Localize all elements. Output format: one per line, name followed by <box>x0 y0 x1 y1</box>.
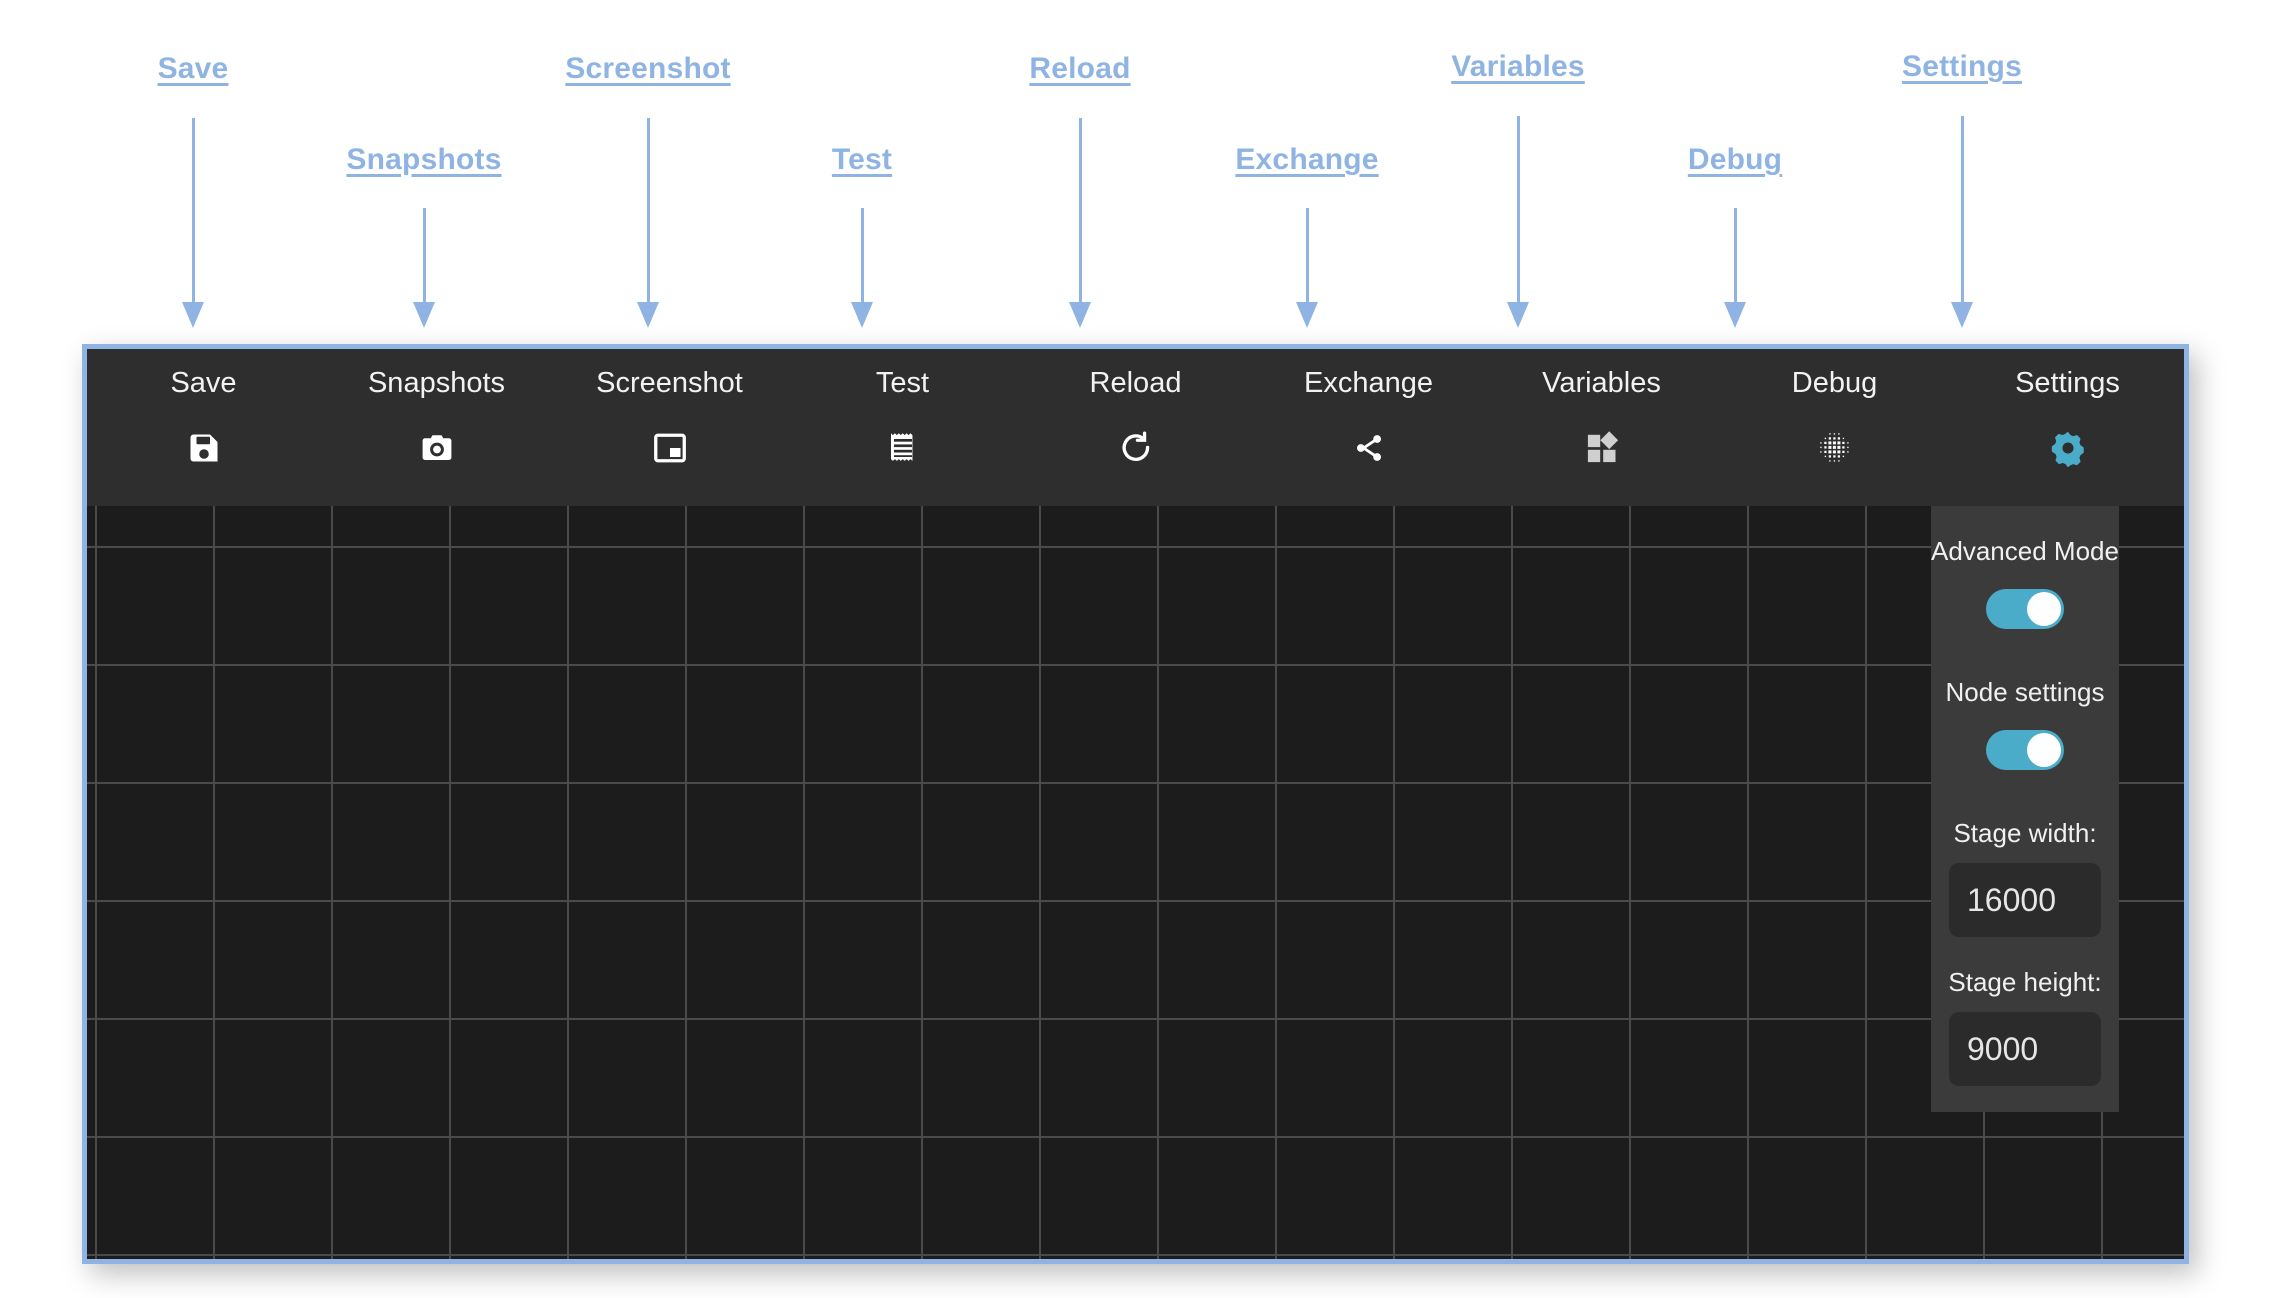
toolbar-item-screenshot[interactable]: Screenshot <box>553 349 786 468</box>
toolbar-item-label: Variables <box>1542 367 1661 399</box>
dot-grid-icon[interactable] <box>1815 428 1855 468</box>
toolbar-item-label: Screenshot <box>596 367 743 399</box>
arrow-shaft <box>1516 116 1520 304</box>
shapes-icon[interactable] <box>1582 428 1622 468</box>
annotation-label-screenshot: Screenshot <box>565 52 731 85</box>
arrow-head <box>182 302 204 328</box>
advanced-mode-label: Advanced Mode <box>1931 536 2119 566</box>
stage-height-label: Stage height: <box>1948 967 2102 997</box>
node-settings-toggle[interactable] <box>1986 730 2064 770</box>
arrow-shaft <box>1305 208 1309 304</box>
toolbar-item-save[interactable]: Save <box>87 349 320 468</box>
node-settings-toggle-knob <box>2027 733 2061 767</box>
annotation-label-snapshots: Snapshots <box>346 143 502 176</box>
arrow-head <box>1296 302 1318 328</box>
arrow-shaft <box>646 118 650 304</box>
application-window: Save Snapshots Screenshot Test Reload Exchang… <box>82 344 2189 1264</box>
floppy-disk-icon[interactable] <box>184 428 224 468</box>
toolbar-item-label: Snapshots <box>367 367 506 399</box>
share-icon[interactable] <box>1349 428 1389 468</box>
toolbar-item-snapshots[interactable]: Snapshots <box>320 349 553 468</box>
annotation-arrow-settings <box>1950 116 1974 328</box>
toolbar-item-settings[interactable]: Settings <box>1951 349 2184 468</box>
arrow-shaft <box>1733 208 1737 304</box>
screenshot-icon[interactable] <box>650 428 690 468</box>
advanced-mode-toggle-knob <box>2027 592 2061 626</box>
stage-canvas-grid[interactable] <box>87 506 2184 1259</box>
arrow-head <box>1069 302 1091 328</box>
arrow-shaft <box>1078 118 1082 304</box>
arrow-shaft <box>860 208 864 304</box>
annotation-arrow-variables <box>1506 116 1530 328</box>
annotation-arrow-save <box>181 118 205 328</box>
annotation-arrow-snapshots <box>412 208 436 328</box>
toolbar-item-reload[interactable]: Reload <box>1019 349 1252 468</box>
advanced-mode-toggle[interactable] <box>1986 589 2064 629</box>
stage-width-label: Stage width: <box>1953 818 2097 848</box>
arrow-head <box>1724 302 1746 328</box>
annotation-label-exchange: Exchange <box>1235 143 1379 176</box>
arrow-shaft <box>191 118 195 304</box>
annotation-label-reload: Reload <box>1029 52 1131 85</box>
settings-dropdown-panel: Advanced Mode Node settings Stage width:… <box>1931 506 2119 1112</box>
annotation-arrow-exchange <box>1295 208 1319 328</box>
arrow-shaft <box>422 208 426 304</box>
toolbar-item-exchange[interactable]: Exchange <box>1252 349 1485 468</box>
annotation-arrow-screenshot <box>636 118 660 328</box>
gear-icon[interactable] <box>2048 428 2088 468</box>
arrow-head <box>413 302 435 328</box>
annotation-label-settings: Settings <box>1902 50 2022 83</box>
toolbar-item-label: Test <box>875 367 930 399</box>
annotation-label-variables: Variables <box>1451 50 1585 83</box>
toolbar-item-label: Save <box>170 367 237 399</box>
stage-height-input[interactable] <box>1949 1012 2101 1086</box>
arrow-head <box>851 302 873 328</box>
toolbar-item-debug[interactable]: Debug <box>1718 349 1951 468</box>
annotation-label-debug: Debug <box>1687 143 1783 176</box>
annotation-label-save: Save <box>157 52 229 85</box>
arrow-head <box>637 302 659 328</box>
arrow-head <box>1507 302 1529 328</box>
annotation-arrow-test <box>850 208 874 328</box>
stage-width-input[interactable] <box>1949 863 2101 937</box>
notepad-icon[interactable] <box>883 428 923 468</box>
toolbar-item-variables[interactable]: Variables <box>1485 349 1718 468</box>
main-toolbar: Save Snapshots Screenshot Test Reload Exchang… <box>87 349 2184 506</box>
arrow-head <box>1951 302 1973 328</box>
reload-icon[interactable] <box>1116 428 1156 468</box>
toolbar-item-label: Settings <box>2015 367 2120 399</box>
annotation-arrow-debug <box>1723 208 1747 328</box>
toolbar-item-label: Reload <box>1089 367 1182 399</box>
toolbar-item-test[interactable]: Test <box>786 349 1019 468</box>
arrow-shaft <box>1960 116 1964 304</box>
annotation-arrow-reload <box>1068 118 1092 328</box>
annotation-label-test: Test <box>831 143 893 176</box>
node-settings-label: Node settings <box>1945 677 2105 707</box>
camera-icon[interactable] <box>417 428 457 468</box>
toolbar-item-label: Debug <box>1791 367 1878 399</box>
toolbar-item-label: Exchange <box>1304 367 1433 399</box>
